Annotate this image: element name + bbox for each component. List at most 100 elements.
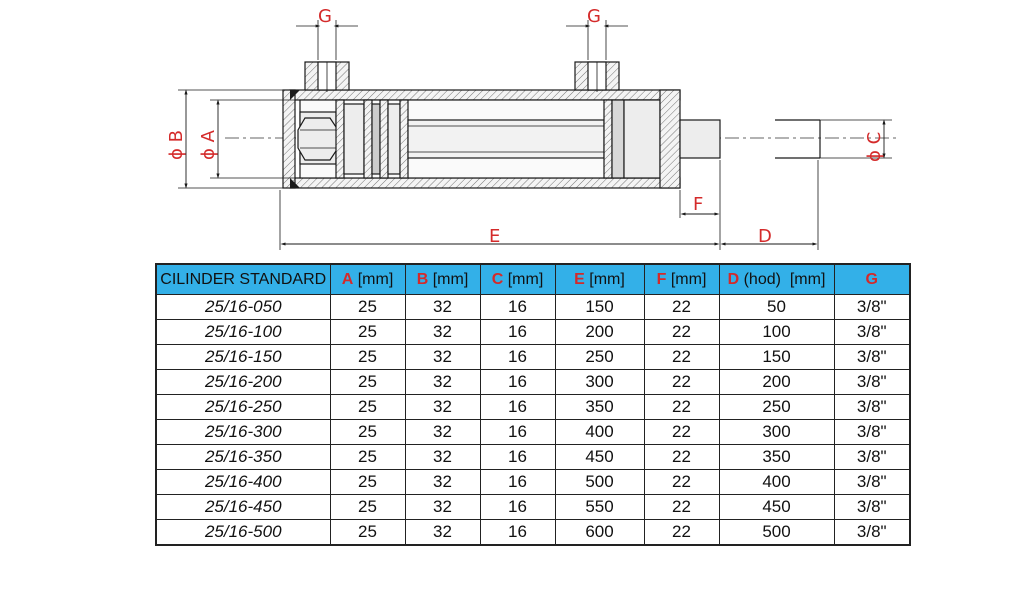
- column-header-unit: (hod) [mm]: [739, 270, 826, 288]
- value-cell: 25: [329, 494, 406, 520]
- value-cell: 16: [479, 419, 556, 445]
- value-cell: 50: [718, 294, 835, 320]
- label-d: D: [758, 226, 772, 247]
- value-cell: 3/8": [833, 469, 911, 495]
- model-cell: 25/16-150: [155, 344, 331, 370]
- value-cell: 550: [554, 494, 645, 520]
- column-header-unit: [mm]: [666, 270, 707, 288]
- piston-rod: [407, 119, 605, 159]
- value-cell: 600: [554, 519, 645, 546]
- value-cell: 32: [404, 369, 481, 395]
- model-cell: 25/16-300: [155, 419, 331, 445]
- value-cell: 250: [718, 394, 835, 420]
- value-cell: 150: [554, 294, 645, 320]
- value-cell: 300: [718, 419, 835, 445]
- column-header: D (hod) [mm]: [718, 263, 835, 295]
- value-cell: 32: [404, 494, 481, 520]
- value-cell: 32: [404, 319, 481, 345]
- value-cell: 22: [643, 494, 720, 520]
- label-phi-c: ϕ C: [864, 132, 885, 162]
- value-cell: 25: [329, 294, 406, 320]
- value-cell: 22: [643, 294, 720, 320]
- value-cell: 25: [329, 319, 406, 345]
- value-cell: 25: [329, 419, 406, 445]
- column-header-letter: G: [865, 270, 878, 288]
- label-g-right: G: [587, 6, 601, 27]
- value-cell: 32: [404, 294, 481, 320]
- value-cell: 250: [554, 344, 645, 370]
- model-cell: 25/16-100: [155, 319, 331, 345]
- column-header-unit: [mm]: [353, 270, 394, 288]
- value-cell: 3/8": [833, 394, 911, 420]
- value-cell: 16: [479, 369, 556, 395]
- value-cell: 25: [329, 344, 406, 370]
- value-cell: 25: [329, 369, 406, 395]
- value-cell: 22: [643, 369, 720, 395]
- dimension-lines: [178, 20, 892, 250]
- label-g-left: G: [318, 6, 332, 27]
- column-header-unit: CILINDER STANDARD: [160, 270, 327, 288]
- model-cell: 25/16-050: [155, 294, 331, 320]
- column-header-letter: F: [656, 270, 667, 288]
- value-cell: 22: [643, 519, 720, 546]
- column-header-letter: D: [727, 270, 740, 288]
- model-cell: 25/16-500: [155, 519, 331, 546]
- value-cell: 32: [404, 444, 481, 470]
- model-cell: 25/16-250: [155, 394, 331, 420]
- value-cell: 3/8": [833, 294, 911, 320]
- column-header: G: [833, 263, 911, 295]
- value-cell: 350: [554, 394, 645, 420]
- column-header: E [mm]: [554, 263, 645, 295]
- value-cell: 22: [643, 319, 720, 345]
- value-cell: 3/8": [833, 519, 911, 546]
- value-cell: 16: [479, 519, 556, 546]
- value-cell: 200: [554, 319, 645, 345]
- value-cell: 25: [329, 444, 406, 470]
- value-cell: 32: [404, 469, 481, 495]
- value-cell: 16: [479, 294, 556, 320]
- value-cell: 16: [479, 444, 556, 470]
- value-cell: 25: [329, 469, 406, 495]
- column-header: B [mm]: [404, 263, 481, 295]
- piston-assembly: [297, 99, 409, 179]
- model-cell: 25/16-350: [155, 444, 331, 470]
- value-cell: 25: [329, 519, 406, 546]
- value-cell: 32: [404, 519, 481, 546]
- column-header: C [mm]: [479, 263, 556, 295]
- value-cell: 450: [718, 494, 835, 520]
- label-f: F: [693, 194, 703, 215]
- value-cell: 3/8": [833, 444, 911, 470]
- value-cell: 16: [479, 319, 556, 345]
- column-header-letter: E: [574, 270, 585, 288]
- column-header-letter: A: [341, 270, 354, 288]
- column-header-unit: [mm]: [584, 270, 625, 288]
- front-gland: [603, 89, 681, 189]
- value-cell: 500: [718, 519, 835, 546]
- value-cell: 16: [479, 469, 556, 495]
- value-cell: 16: [479, 494, 556, 520]
- rod-extension: [679, 119, 821, 159]
- model-cell: 25/16-450: [155, 494, 331, 520]
- value-cell: 16: [479, 344, 556, 370]
- value-cell: 3/8": [833, 344, 911, 370]
- value-cell: 16: [479, 394, 556, 420]
- column-header: F [mm]: [643, 263, 720, 295]
- label-phi-b: ϕ B: [166, 130, 187, 160]
- cylinder-technical-drawing: G G ϕ B ϕ A ϕ C E F D: [166, 6, 900, 250]
- label-e: E: [489, 226, 500, 247]
- value-cell: 400: [554, 419, 645, 445]
- value-cell: 100: [718, 319, 835, 345]
- value-cell: 3/8": [833, 319, 911, 345]
- value-cell: 32: [404, 419, 481, 445]
- value-cell: 22: [643, 394, 720, 420]
- value-cell: 3/8": [833, 494, 911, 520]
- value-cell: 25: [329, 394, 406, 420]
